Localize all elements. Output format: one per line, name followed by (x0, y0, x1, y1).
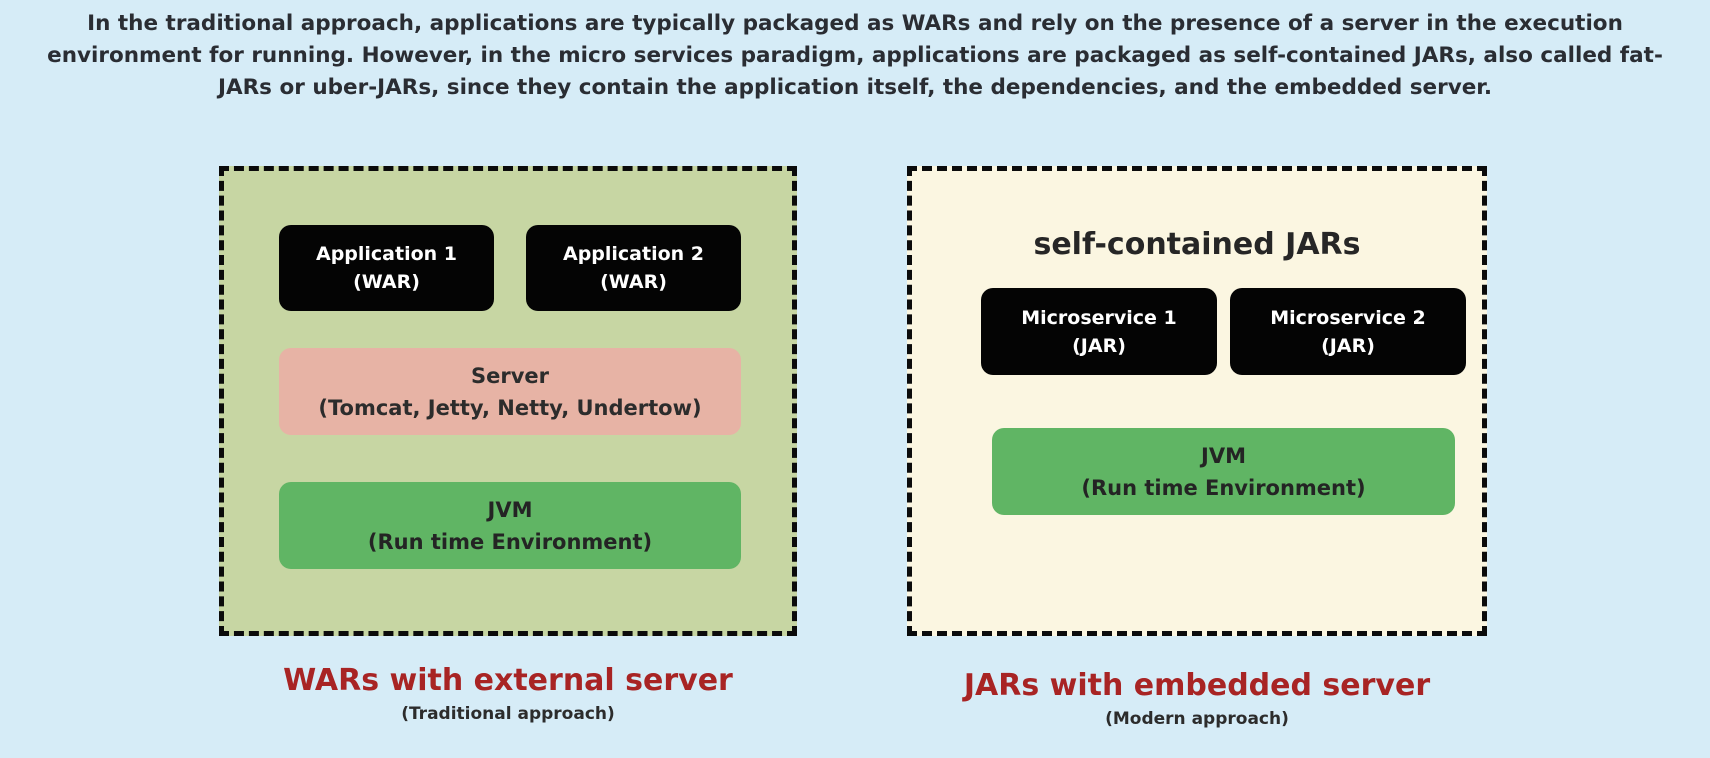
intro-line: environment for running. However, in the… (47, 43, 1663, 68)
jvm-detail: (Run time Environment) (1081, 475, 1366, 500)
server-box: Server (Tomcat, Jetty, Netty, Undertow) (279, 348, 741, 435)
jvm-box: JVM (Run time Environment) (992, 428, 1455, 515)
modern-panel: self-contained JARs Microservice 1 (JAR)… (907, 166, 1487, 636)
microservice-1-name: Microservice 1 (1021, 306, 1177, 329)
traditional-caption: WARs with external server (Traditional a… (219, 661, 797, 727)
jvm-box: JVM (Run time Environment) (279, 482, 741, 569)
intro-line: JARs or uber-JARs, since they contain th… (217, 75, 1492, 100)
jvm-detail: (Run time Environment) (367, 529, 653, 554)
jvm-name: JVM (487, 497, 533, 522)
application-1-name: Application 1 (315, 243, 458, 265)
microservice-2-type: (JAR) (1321, 334, 1375, 357)
modern-caption-subtitle: (Modern approach) (1105, 709, 1289, 729)
intro-line: In the traditional approach, application… (87, 11, 1623, 36)
microservice-1-box: Microservice 1 (JAR) (981, 288, 1217, 375)
modern-caption-title: JARs with embedded server (963, 668, 1431, 703)
application-2-box: Application 2 (WAR) (526, 225, 741, 311)
jvm-name: JVM (1201, 443, 1246, 468)
traditional-caption-subtitle: (Traditional approach) (401, 704, 615, 724)
traditional-caption-title: WARs with external server (283, 663, 733, 698)
microservice-2-box: Microservice 2 (JAR) (1230, 288, 1466, 375)
application-1-box: Application 1 (WAR) (279, 225, 494, 311)
application-1-type: (WAR) (353, 271, 420, 293)
microservice-2-name: Microservice 2 (1270, 306, 1426, 329)
server-detail: (Tomcat, Jetty, Netty, Undertow) (318, 395, 702, 420)
application-2-name: Application 2 (562, 243, 705, 265)
modern-caption: JARs with embedded server (Modern approa… (907, 666, 1487, 732)
server-name: Server (470, 363, 549, 388)
traditional-panel: Application 1 (WAR) Application 2 (WAR) … (219, 166, 797, 636)
self-contained-jars-heading: self-contained JARs (1033, 227, 1361, 262)
microservice-1-type: (JAR) (1072, 334, 1126, 357)
application-2-type: (WAR) (600, 271, 667, 293)
intro-paragraph: In the traditional approach, application… (20, 8, 1690, 104)
